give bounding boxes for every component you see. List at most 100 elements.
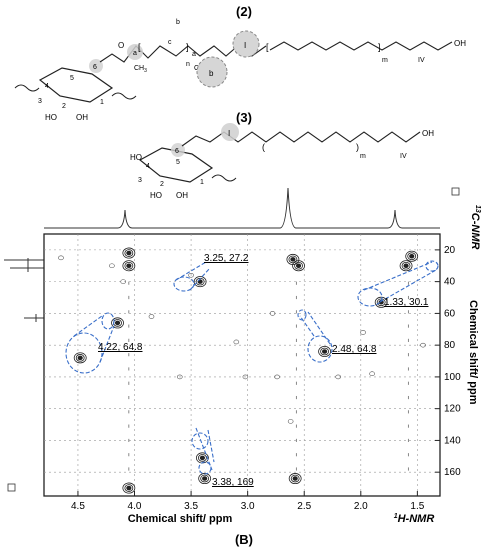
ring-atom-4: 4: [45, 83, 49, 90]
y-axis-label: Chemical shift/ ppm: [467, 300, 479, 405]
noise-contour: [109, 263, 115, 269]
peak-contour: [197, 454, 207, 462]
ring3-atom-6: 6: [175, 148, 179, 155]
ring-atom-5: 5: [70, 75, 74, 82]
ho-label-3b: HO: [150, 191, 162, 200]
svg-text:[: [: [266, 42, 269, 52]
peak: [122, 482, 136, 494]
annotation-3-38-169: 3.38, 169: [212, 477, 254, 488]
label-n: n: [186, 61, 190, 68]
peak-contour: [126, 250, 132, 256]
roman-iv-3: IV: [400, 153, 407, 160]
peak-contour: [126, 485, 132, 491]
peak-contour: [114, 320, 121, 326]
plot-grid: [44, 234, 440, 496]
noise-contour: [120, 279, 126, 284]
noise-contour: [335, 374, 341, 380]
noise-contour: [360, 330, 366, 335]
peak-contour: [122, 260, 136, 272]
peak-contour: [199, 455, 205, 461]
oh-terminal-1: OH: [454, 39, 466, 48]
peak-contour: [295, 263, 302, 269]
peak-contour: [75, 354, 85, 362]
left-13c-projection: [4, 258, 44, 492]
oh-label: OH: [76, 113, 88, 122]
y-tick-label: 120: [444, 404, 461, 415]
right-axis-label: 13C-NMR: [469, 205, 481, 250]
peak-contour: [374, 296, 388, 308]
noise-contour: [242, 374, 249, 380]
oh-terminal-3: OH: [422, 129, 434, 138]
ring-atom-1: 1: [100, 99, 104, 106]
peak-contour: [292, 476, 298, 481]
peak-contour: [198, 473, 212, 485]
oh-label-3: OH: [176, 191, 188, 200]
peak-contour: [320, 347, 329, 356]
peak-contour: [288, 255, 298, 264]
plot-frame: [43, 233, 441, 497]
noise-contour: [58, 255, 64, 261]
noise-contour: [148, 314, 155, 319]
peak: [122, 260, 136, 272]
peak-contour: [122, 247, 136, 259]
peak-contour: [193, 276, 207, 288]
panel-label: (B): [235, 532, 253, 547]
ring3-atom-3: 3: [138, 177, 142, 184]
label-m-1: m: [382, 57, 388, 64]
peak-contour: [405, 250, 419, 262]
peak-contour: [288, 473, 302, 485]
peak-contour: [77, 355, 83, 361]
peak-contour: [399, 260, 413, 272]
noise-contour: [274, 374, 280, 380]
ring-atom-6: 6: [93, 64, 97, 71]
peak-contour: [124, 249, 134, 257]
noise-contour: [176, 374, 183, 380]
y-tick-label: 20: [444, 245, 456, 256]
ring3-atom-4: 4: [146, 163, 150, 170]
structure-2: (2) 5 4 3 2 1 HO OH 6 a O CH3 b c n a CH…: [14, 4, 466, 122]
structure-2-label: (2): [236, 4, 252, 19]
peak: [292, 260, 305, 272]
peak: [73, 352, 87, 364]
x-tick-label: 4.5: [71, 501, 85, 512]
ho-label: HO: [45, 113, 57, 122]
annotation-4-22-64-8: 4.22, 64.8: [98, 342, 143, 353]
svg-text:): ): [356, 142, 359, 152]
y-tick-label: 60: [444, 308, 456, 319]
peak-contour: [124, 261, 134, 270]
y-tick-label: 160: [444, 467, 461, 478]
x-tick-label: 3.0: [241, 501, 255, 512]
annotation-3-25-27-2: 3.25, 27.2: [204, 253, 249, 264]
roman-i-3: I: [228, 129, 230, 138]
peak: [122, 247, 136, 259]
top-1h-projection: [44, 187, 460, 229]
noise-contour: [287, 419, 294, 424]
peak: [195, 452, 209, 464]
peak-contour: [122, 482, 136, 494]
annotation-1-33-30-1: 1.33, 30.1: [384, 297, 429, 308]
svg-text:]: ]: [378, 42, 381, 52]
peak-contour: [200, 474, 210, 483]
ring-atom-2: 2: [62, 103, 66, 110]
peak-contour: [111, 317, 124, 329]
peak: [193, 276, 207, 288]
peak: [198, 473, 212, 485]
label-c: c: [168, 39, 172, 46]
y-tick-label: 100: [444, 372, 461, 383]
ring3-atom-2: 2: [160, 181, 164, 188]
x-tick-label: 3.5: [184, 501, 198, 512]
peak-contour: [126, 263, 132, 269]
ho-label-3: HO: [130, 153, 142, 162]
peak: [405, 250, 419, 262]
peak-contour: [292, 260, 305, 272]
noise-contour: [269, 311, 276, 316]
peak-contour: [321, 349, 328, 354]
peak: [318, 346, 331, 358]
x-tick-label: 2.5: [297, 501, 311, 512]
peak-contour: [294, 261, 303, 270]
noise-contour: [369, 371, 375, 377]
peak-contour: [318, 346, 331, 358]
peak-contour: [407, 252, 417, 261]
